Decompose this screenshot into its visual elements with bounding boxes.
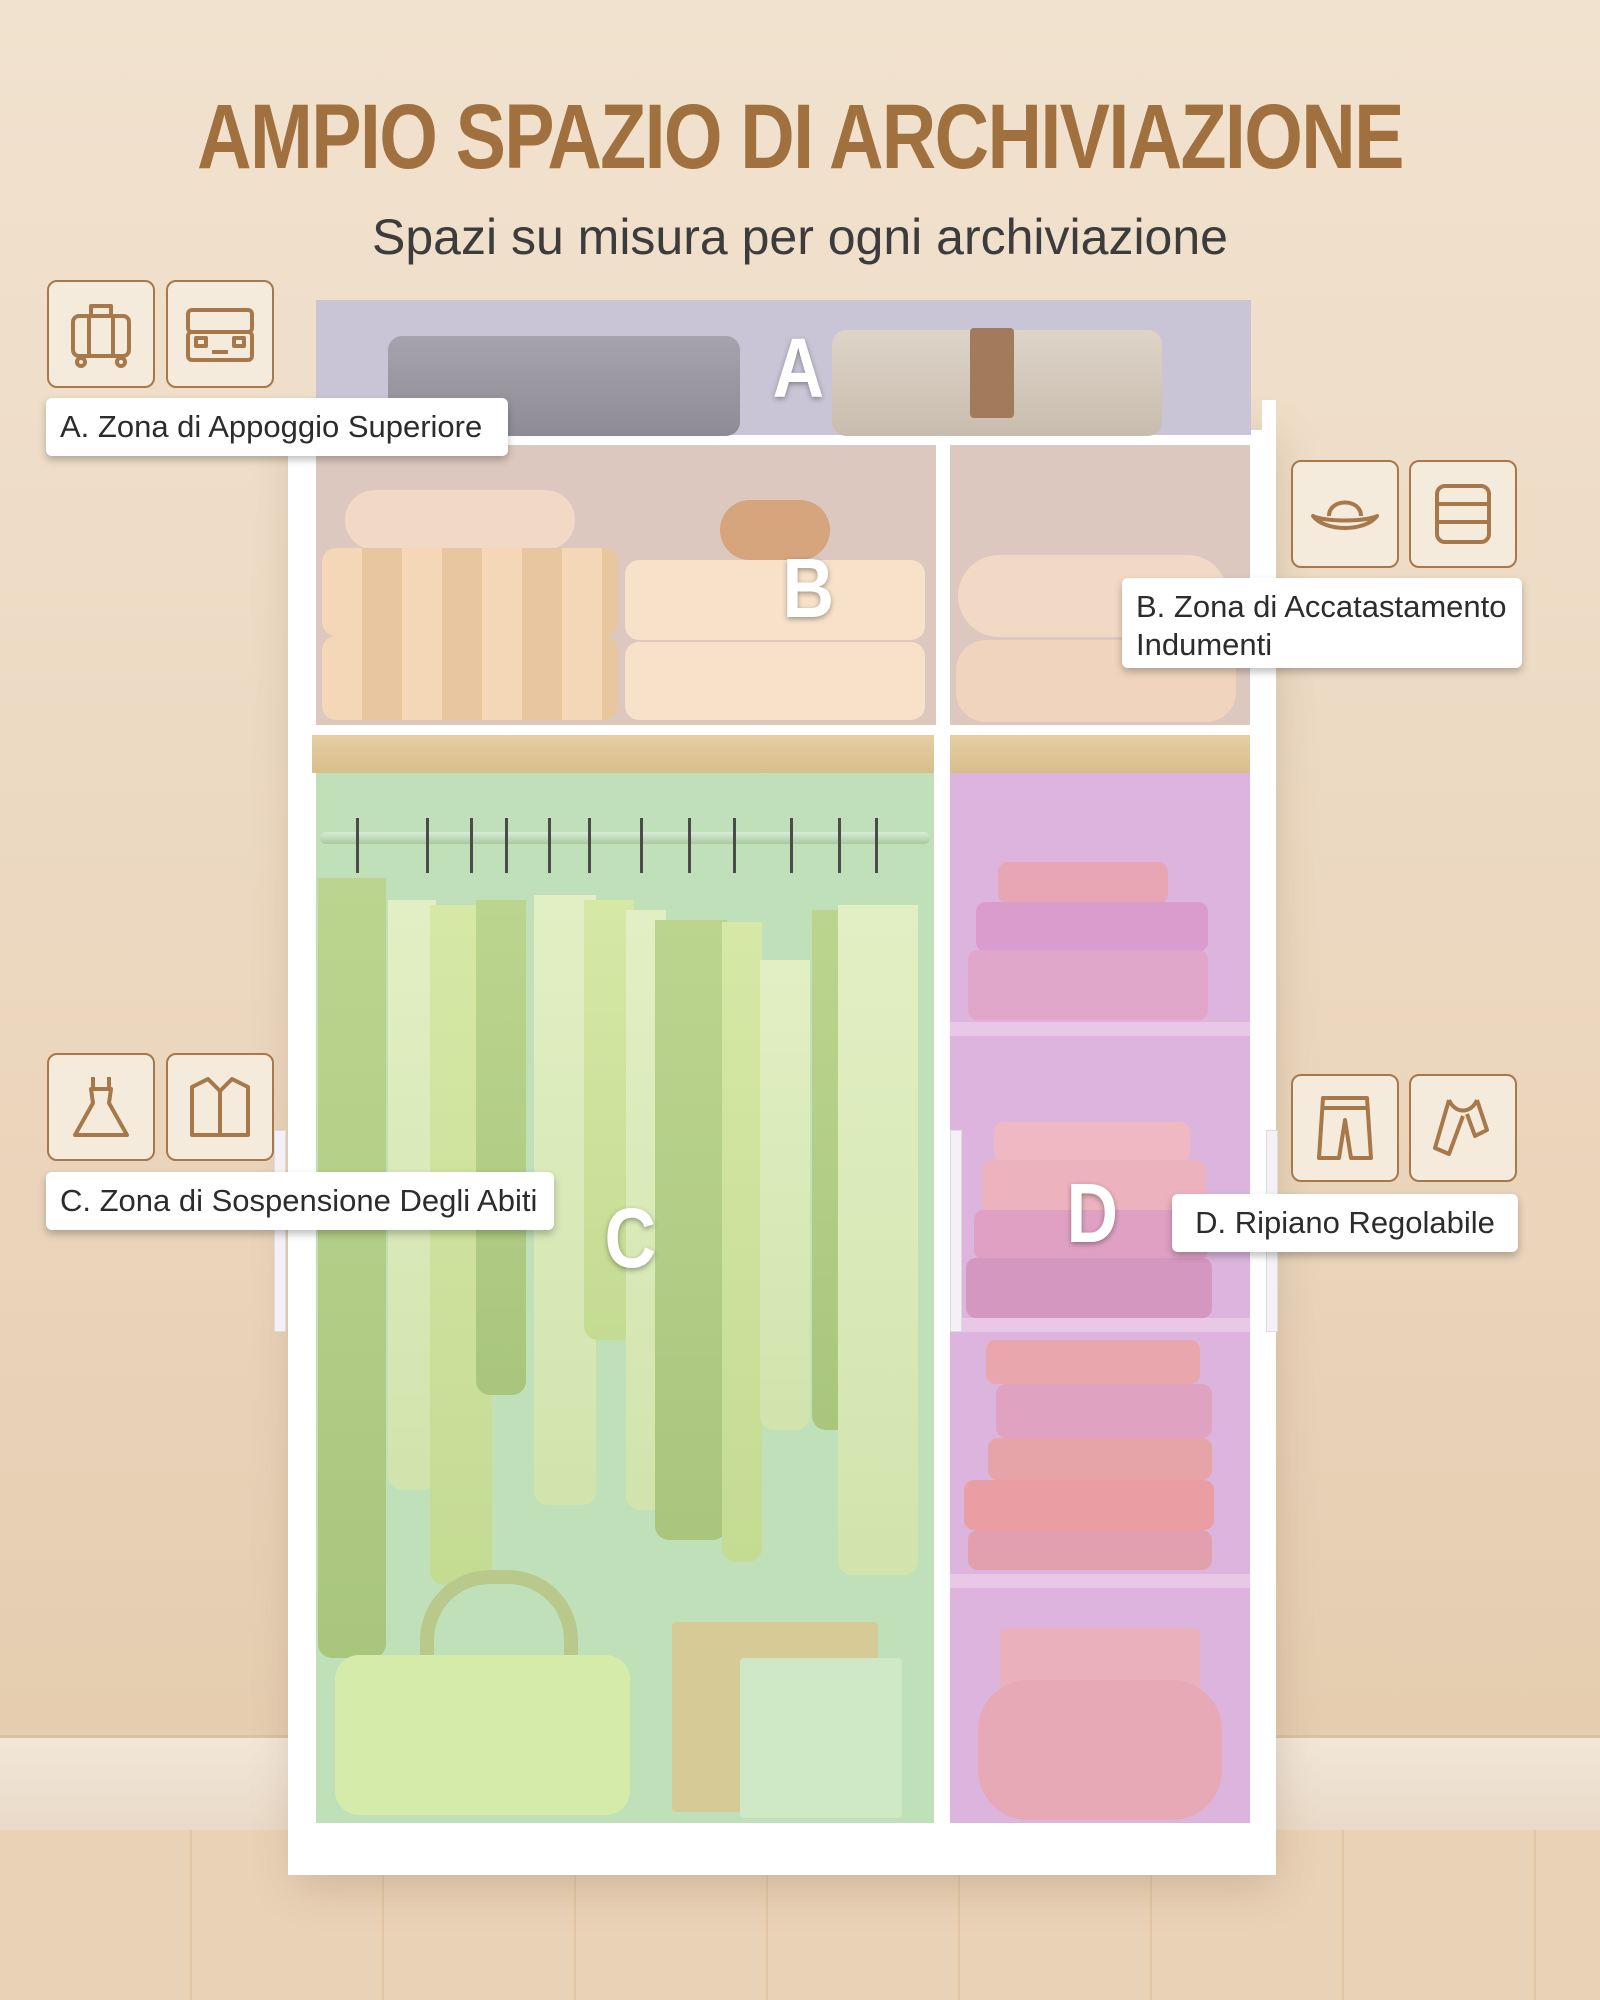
hanging-shirt — [584, 900, 634, 1340]
adjustable-shelf — [950, 1318, 1250, 1332]
dress-icon — [47, 1053, 155, 1161]
open-suitcase-icon — [166, 280, 274, 388]
folded-clothes-stack — [964, 1480, 1214, 1530]
pillow — [345, 490, 575, 550]
folded-clothes-stack — [986, 1340, 1200, 1384]
patterned-blanket — [625, 642, 925, 720]
folded-clothes-stack — [994, 1122, 1190, 1162]
hanger — [875, 818, 878, 873]
straw-hat — [720, 500, 830, 560]
pink-hat-box — [978, 1680, 1222, 1820]
callout-zone-c: C. Zona di Sospensione Degli Abiti — [46, 1172, 554, 1230]
box-strap — [970, 328, 1014, 418]
page-subtitle: Spazi su misura per ogni archiviazione — [372, 209, 1228, 265]
hanger — [733, 818, 736, 873]
wardrobe-door-edge — [288, 450, 300, 1875]
hanging-sweater — [655, 920, 727, 1540]
callout-zone-b-label-line1: B. Zona di Accatastamento — [1136, 589, 1507, 624]
zone-letter-a: A — [772, 321, 825, 415]
hanger — [838, 818, 841, 873]
folded-clothes-stack — [996, 1384, 1212, 1438]
zone-letter-c: C — [604, 1191, 657, 1285]
trolley-suitcase-icon — [47, 280, 155, 388]
page-title: AMPIO SPAZIO DI ARCHIVIAZIONE — [197, 86, 1404, 188]
checkered-blanket — [322, 636, 618, 720]
pink-storage-box — [1000, 1628, 1200, 1690]
folded-clothes-icon — [1409, 460, 1517, 568]
scarf-icon — [1409, 1074, 1517, 1182]
hanging-coat — [318, 878, 386, 1658]
hanger — [588, 818, 591, 873]
folded-clothes-stack — [968, 950, 1208, 1020]
hanger — [548, 818, 551, 873]
green-duffel-bag — [335, 1655, 630, 1815]
adjustable-shelf — [950, 1022, 1250, 1036]
folded-clothes-stack — [966, 1258, 1212, 1318]
hanger — [470, 818, 473, 873]
callout-zone-a-label: A. Zona di Appoggio Superiore — [60, 409, 483, 444]
zone-letter-d: D — [1066, 1166, 1119, 1260]
callout-zone-d-label: D. Ripiano Regolabile — [1195, 1205, 1495, 1240]
folded-clothes-stack — [982, 1160, 1206, 1212]
wood-panel-right — [950, 735, 1250, 773]
hanger — [790, 818, 793, 873]
folded-clothes-stack — [968, 1530, 1212, 1570]
hanging-skirt — [760, 960, 810, 1430]
hanging-trousers — [838, 905, 918, 1575]
callout-zone-b: B. Zona di Accatastamento Indumenti — [1122, 578, 1522, 668]
callout-zone-b-label-line2: Indumenti — [1136, 627, 1273, 662]
folded-clothes-stack — [976, 902, 1208, 952]
door-handle — [274, 1130, 286, 1332]
callout-zone-d: D. Ripiano Regolabile — [1172, 1194, 1518, 1252]
hanging-dress — [476, 900, 526, 1395]
trousers-icon — [1291, 1074, 1399, 1182]
shirt-icon — [166, 1053, 274, 1161]
folded-clothes-stack — [998, 862, 1168, 904]
patterned-blanket — [625, 560, 925, 640]
callout-zone-a: A. Zona di Appoggio Superiore — [46, 398, 508, 456]
wood-panel-left — [312, 735, 934, 773]
checkered-blanket — [322, 548, 618, 636]
hat-icon — [1291, 460, 1399, 568]
hanger — [505, 818, 508, 873]
hanging-cardigan — [722, 922, 762, 1562]
gift-bag — [740, 1658, 902, 1818]
folded-clothes-stack — [988, 1438, 1212, 1480]
zone-letter-b: B — [782, 541, 835, 635]
folded-clothes-stack — [974, 1210, 1208, 1260]
hanger — [426, 818, 429, 873]
hanger — [688, 818, 691, 873]
hanger — [640, 818, 643, 873]
adjustable-shelf — [950, 1574, 1250, 1588]
callout-zone-c-label: C. Zona di Sospensione Degli Abiti — [60, 1183, 538, 1218]
door-handle — [950, 1130, 962, 1332]
hanger — [356, 818, 359, 873]
